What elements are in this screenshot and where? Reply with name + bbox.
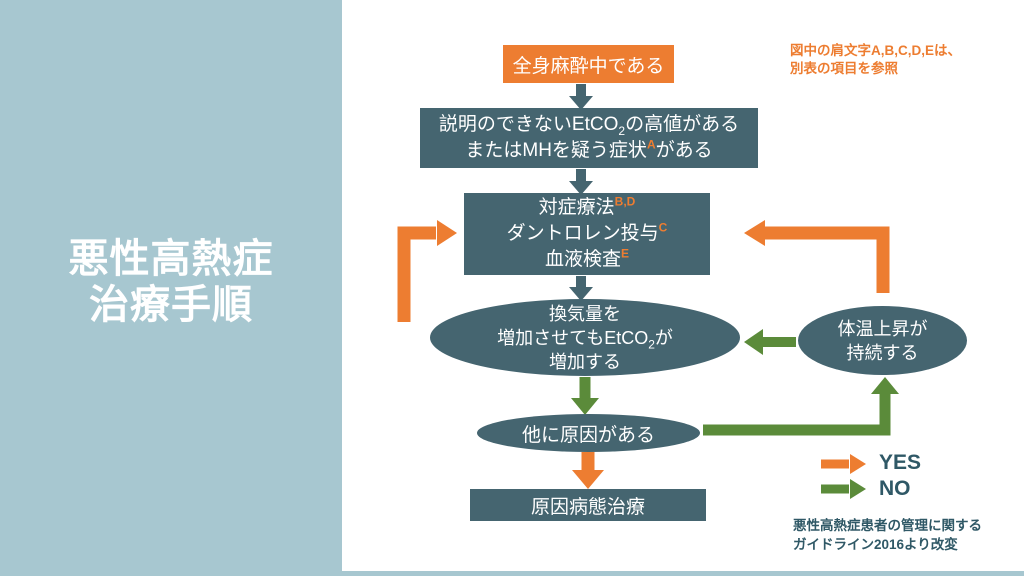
slide-title: 悪性高熱症 治療手順: [0, 236, 342, 328]
treatment-line3: 血液検査E: [544, 246, 630, 270]
temp-line1: 体温上昇が: [837, 318, 928, 339]
temp-rise-ellipse: 体温上昇が 持続する: [798, 306, 967, 375]
vent-line1: 換気量を: [548, 303, 621, 324]
ref-superscript-c: C: [658, 220, 668, 235]
start-box-label: 全身麻酔中である: [512, 55, 665, 77]
vent-line3: 増加する: [548, 351, 621, 372]
temp-line2: 持続する: [846, 342, 919, 363]
ref-superscript-bd: B,D: [614, 194, 636, 209]
legend-no-label: NO: [879, 477, 911, 500]
etco2-subscript: 2: [618, 123, 626, 138]
condition-line1: 説明のできないEtCO2の高値がある: [438, 114, 740, 138]
legend-yes-label: YES: [879, 451, 922, 474]
slide-title-line1: 悪性高熱症: [68, 237, 274, 281]
source-line1: 悪性高熱症患者の管理に関する: [793, 518, 982, 533]
treatment-line1: 対症療法B,D: [538, 194, 636, 218]
note-line1: 図中の肩文字A,B,C,D,Eは、: [790, 43, 962, 58]
treatment-box: 対症療法B,D ダントロレン投与C 血液検査E: [464, 193, 710, 275]
condition-box: 説明のできないEtCO2の高値がある またはMHを疑う症状Aがある: [420, 108, 758, 168]
superscript-reference-note: 図中の肩文字A,B,C,D,Eは、 別表の項目を参照: [790, 42, 961, 78]
start-box: 全身麻酔中である: [503, 45, 674, 83]
content-background: [342, 0, 1024, 571]
source-citation: 悪性高熱症患者の管理に関する ガイドライン2016より改変: [793, 516, 982, 554]
final-treatment-box: 原因病態治療: [470, 489, 706, 521]
other-cause-label: 他に原因がある: [521, 424, 655, 446]
source-line2: ガイドライン2016より改変: [793, 537, 958, 552]
final-treatment-label: 原因病態治療: [530, 496, 645, 518]
treatment-line2: ダントロレン投与C: [506, 220, 668, 244]
ref-superscript-e: E: [621, 246, 630, 261]
ref-superscript-a: A: [646, 137, 656, 152]
slide-title-line2: 治療手順: [89, 283, 253, 327]
vent-line2: 増加させてもEtCO2が: [497, 327, 673, 352]
etco2-subscript: 2: [648, 337, 655, 352]
note-line2: 別表の項目を参照: [790, 61, 898, 76]
ventilation-ellipse: 換気量を 増加させてもEtCO2が 増加する: [430, 299, 740, 376]
other-cause-ellipse: 他に原因がある: [477, 414, 700, 452]
condition-line2: またはMHを疑う症状Aがある: [465, 137, 713, 161]
